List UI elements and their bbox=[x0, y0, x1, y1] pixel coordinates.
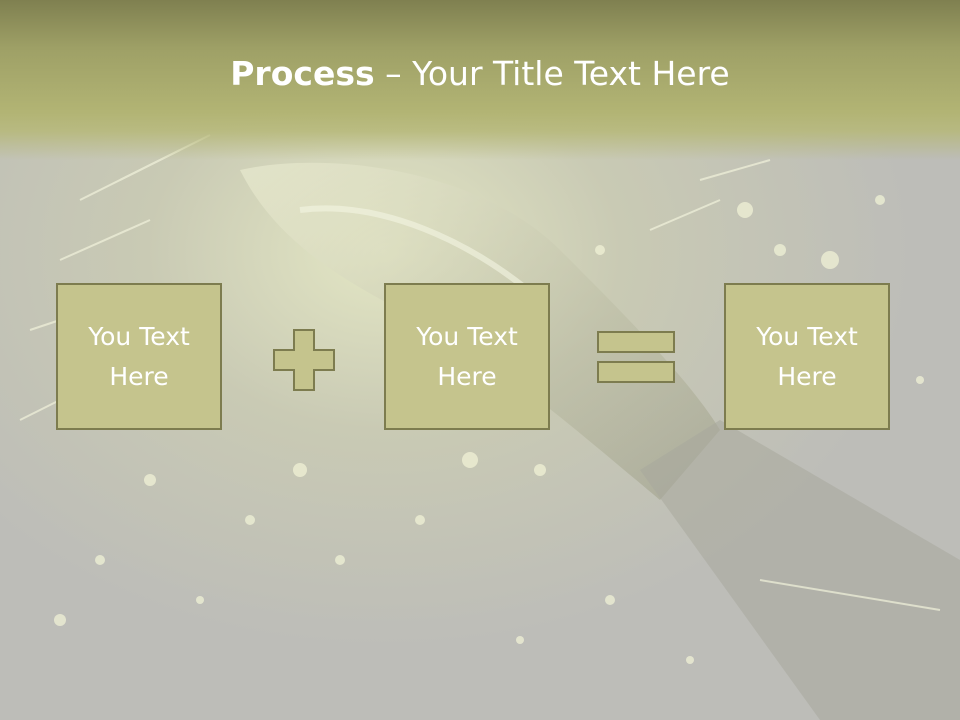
slide-title: Process – Your Title Text Here bbox=[0, 52, 960, 96]
process-box-1: You Text Here bbox=[56, 283, 222, 430]
plus-icon bbox=[273, 329, 335, 391]
title-band bbox=[0, 0, 960, 160]
process-box-2-text: You Text Here bbox=[416, 321, 518, 391]
title-bold: Process bbox=[230, 54, 375, 93]
process-box-1-text: You Text Here bbox=[88, 321, 190, 391]
title-rest: – Your Title Text Here bbox=[374, 54, 730, 93]
equals-icon bbox=[597, 331, 675, 383]
process-box-2: You Text Here bbox=[384, 283, 550, 430]
process-box-3: You Text Here bbox=[724, 283, 890, 430]
process-box-3-text: You Text Here bbox=[756, 321, 858, 391]
